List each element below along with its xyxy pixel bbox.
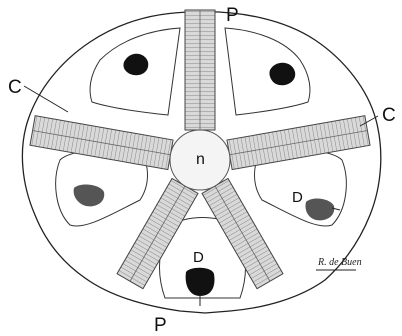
- label-lower-center-d: D: [193, 250, 204, 265]
- gonad-spot-right: [305, 199, 334, 221]
- band-lower-left-midline: [130, 186, 185, 281]
- gonad-spot-bottom: [186, 268, 215, 296]
- gonad-spot-top-left: [123, 54, 148, 76]
- label-lower-right-d: D: [292, 190, 303, 205]
- label-center-n: n: [196, 152, 205, 168]
- gonad-spot-left: [74, 185, 105, 207]
- artist-signature: R. de Buen: [318, 258, 362, 268]
- label-right-c: C: [382, 106, 396, 125]
- label-top-p: P: [226, 6, 239, 25]
- label-bottom-p: P: [154, 316, 167, 335]
- label-left-c: C: [8, 78, 22, 97]
- gonad-spot-top-right: [269, 63, 295, 86]
